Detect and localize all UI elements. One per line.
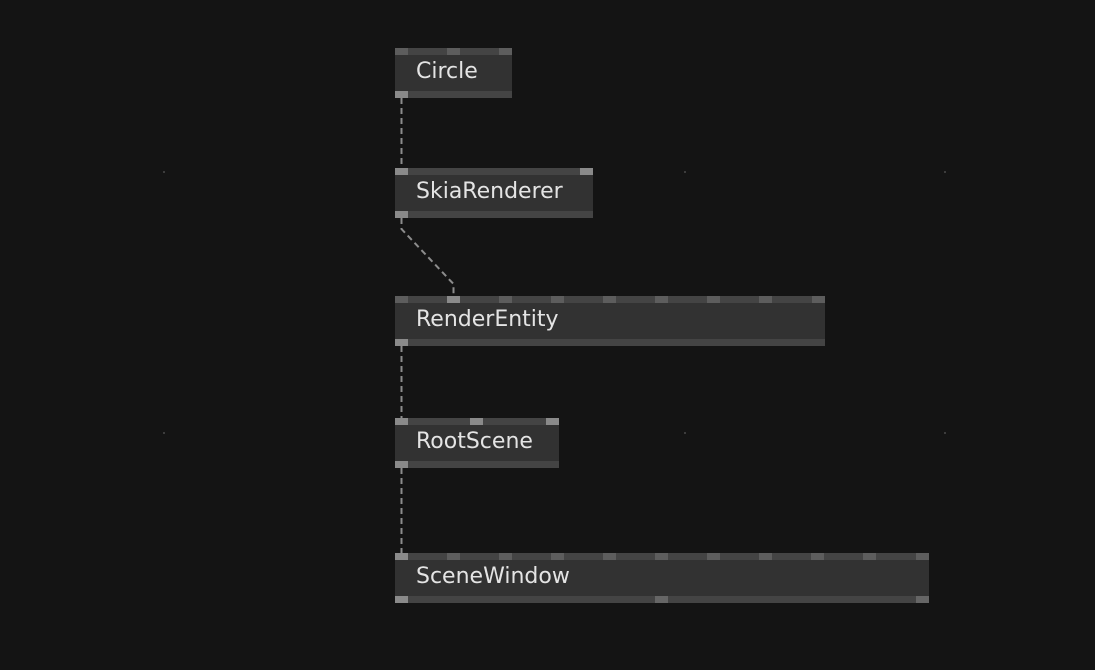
node-label: RootScene <box>416 429 533 454</box>
input-pin[interactable] <box>447 553 460 560</box>
input-pin[interactable] <box>812 296 825 303</box>
input-pin[interactable] <box>655 296 668 303</box>
grid-dot <box>684 432 686 434</box>
input-pin[interactable] <box>759 553 772 560</box>
input-pin[interactable] <box>863 553 876 560</box>
input-pin[interactable] <box>707 553 720 560</box>
grid-dot <box>944 432 946 434</box>
node-label: RenderEntity <box>416 307 559 332</box>
node-label: Circle <box>416 59 478 84</box>
input-pin[interactable] <box>395 553 408 560</box>
node-scenewindow[interactable]: SceneWindow <box>395 553 929 603</box>
input-pin[interactable] <box>655 553 668 560</box>
input-pin[interactable] <box>470 418 483 425</box>
node-renderentity[interactable]: RenderEntity <box>395 296 825 346</box>
node-label: SceneWindow <box>416 564 570 589</box>
node-output-bar <box>395 211 593 218</box>
node-input-bar <box>395 168 593 175</box>
output-pin[interactable] <box>395 461 408 468</box>
grid-dot <box>684 171 686 173</box>
input-pin[interactable] <box>499 296 512 303</box>
input-pin[interactable] <box>916 553 929 560</box>
input-pin[interactable] <box>580 168 593 175</box>
input-pin[interactable] <box>551 553 564 560</box>
node-rootscene[interactable]: RootScene <box>395 418 559 468</box>
input-pin[interactable] <box>546 418 559 425</box>
grid-dot <box>163 171 165 173</box>
output-pin[interactable] <box>395 91 408 98</box>
node-output-bar <box>395 91 512 98</box>
grid-dot <box>944 171 946 173</box>
input-pin[interactable] <box>603 553 616 560</box>
input-pin[interactable] <box>759 296 772 303</box>
input-pin[interactable] <box>395 418 408 425</box>
input-pin[interactable] <box>447 296 460 303</box>
input-pin[interactable] <box>551 296 564 303</box>
input-pin[interactable] <box>395 168 408 175</box>
input-pin[interactable] <box>395 296 408 303</box>
node-label: SkiaRenderer <box>416 179 563 204</box>
grid-dot <box>163 432 165 434</box>
input-pin[interactable] <box>499 48 512 55</box>
output-pin[interactable] <box>395 596 408 603</box>
output-pin[interactable] <box>395 339 408 346</box>
node-circle[interactable]: Circle <box>395 48 512 98</box>
input-pin[interactable] <box>499 553 512 560</box>
node-skiarenderer[interactable]: SkiaRenderer <box>395 168 593 218</box>
output-pin[interactable] <box>916 596 929 603</box>
node-output-bar <box>395 461 559 468</box>
node-output-bar <box>395 339 825 346</box>
output-pin[interactable] <box>395 211 408 218</box>
link-skiarenderer-to-renderentity[interactable] <box>400 218 455 296</box>
input-pin[interactable] <box>603 296 616 303</box>
input-pin[interactable] <box>707 296 720 303</box>
output-pin[interactable] <box>655 596 668 603</box>
input-pin[interactable] <box>811 553 824 560</box>
input-pin[interactable] <box>395 48 408 55</box>
input-pin[interactable] <box>447 48 460 55</box>
